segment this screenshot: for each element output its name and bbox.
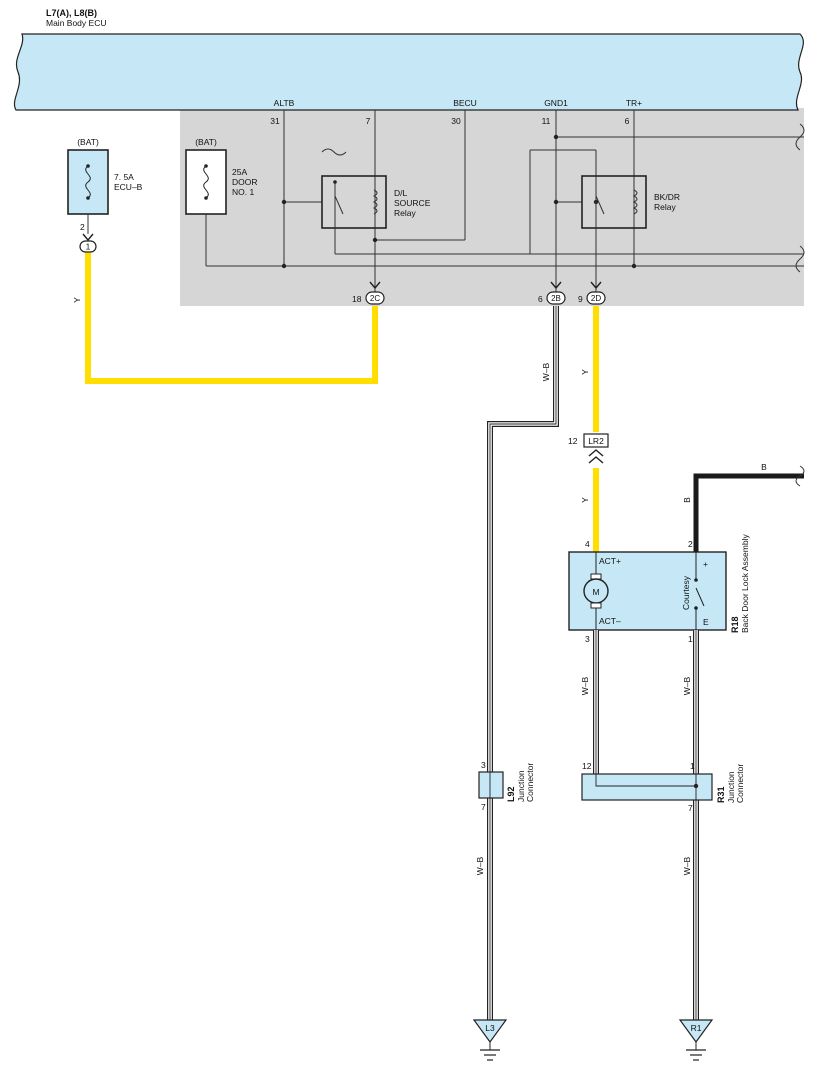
door-fuse-source: (BAT)	[195, 137, 217, 147]
door-fuse	[185, 149, 227, 215]
junction-dots	[281, 134, 637, 269]
wire-color-wb-ecu: W–B	[541, 362, 551, 381]
ground-l3	[472, 1019, 508, 1061]
r31-code: R31	[716, 786, 726, 803]
ecu-name: Main Body ECU	[46, 18, 106, 28]
edge-break-lower	[795, 245, 805, 273]
connector-1	[79, 233, 97, 253]
lr2-chevrons	[588, 449, 604, 464]
bkdr-relay-label-2: Relay	[654, 202, 676, 212]
switch-e-label: E	[703, 617, 709, 627]
pin-name-gnd1: GND1	[544, 98, 568, 108]
wire-color-wb-act: W–B	[580, 676, 590, 695]
connector-2b-label: 2B	[551, 294, 561, 303]
courtesy-label: Courtesy	[681, 575, 691, 610]
pin-name-altb: ALTB	[274, 98, 295, 108]
r31-junction-dot	[693, 783, 699, 789]
r31-internal	[595, 774, 696, 787]
pin-num-7: 7	[366, 116, 371, 126]
bkdr-relay-label-1: BK/DR	[654, 192, 680, 202]
ecub-pin: 2	[80, 222, 85, 232]
ecu-internal-area	[180, 108, 804, 306]
wire-color-y-ecu: Y	[580, 369, 590, 375]
l92-code: L92	[506, 786, 516, 802]
r18-pin-2: 2	[688, 539, 693, 549]
act-minus-label: ACT–	[599, 616, 621, 626]
l92-junction-connector	[478, 771, 504, 799]
connector-2b-pin: 6	[538, 294, 543, 304]
r31-junction-connector	[581, 773, 713, 801]
pin-name-becu: BECU	[453, 98, 477, 108]
yellow-wires	[85, 252, 599, 552]
door-fuse-label-2: DOOR	[232, 177, 258, 187]
connector-1-label: 1	[86, 243, 91, 252]
lr2-label: LR2	[588, 436, 604, 446]
r31-label-2: Connector	[735, 764, 745, 803]
pin-num-11: 11	[542, 116, 551, 126]
dl-source-relay	[321, 175, 387, 229]
connector-2c-label: 2C	[370, 294, 380, 303]
black-wire-b	[693, 473, 804, 552]
ecub-fuse-source: (BAT)	[77, 137, 99, 147]
dl-relay-label-3: Relay	[394, 208, 416, 218]
pin-num-31: 31	[270, 116, 280, 126]
r31-pin-left: 12	[582, 761, 592, 771]
pin-num-30: 30	[451, 116, 461, 126]
connector-codes: L7(A), L8(B)	[46, 8, 97, 18]
r18-pin-1: 1	[688, 634, 693, 644]
motor-symbol	[583, 552, 609, 630]
connector-2d	[586, 281, 606, 305]
act-plus-label: ACT+	[599, 556, 621, 566]
main-body-ecu-bar	[14, 33, 804, 111]
ground-r1	[678, 1019, 714, 1061]
wire-color-wb-e: W–B	[682, 676, 692, 695]
dl-relay-label-1: D/L	[394, 188, 408, 198]
connector-2d-label: 2D	[591, 294, 601, 303]
connector-2b	[546, 281, 566, 305]
courtesy-switch	[694, 552, 705, 630]
wire-color-b-top: B	[761, 462, 767, 472]
wb-wires-lower	[593, 630, 699, 1020]
wire-color-wb-r1: W–B	[682, 856, 692, 875]
r18-name: Back Door Lock Assembly	[740, 534, 750, 633]
connector-2c-pin: 18	[352, 294, 362, 304]
ecub-fuse	[67, 149, 109, 234]
r31-pin-out: 7	[688, 803, 693, 813]
door-fuse-label-3: NO. 1	[232, 187, 254, 197]
pin-num-6: 6	[625, 116, 630, 126]
wire-color-y-lower: Y	[580, 497, 590, 503]
motor-label: M	[592, 587, 599, 597]
wire-color-b-vert: B	[682, 497, 692, 503]
door-fuse-label-1: 25A	[232, 167, 247, 177]
dl-relay-label-2: SOURCE	[394, 198, 431, 208]
lr2-pin: 12	[568, 436, 578, 446]
wire-color-wb-l3: W–B	[475, 856, 485, 875]
l92-pin-in: 3	[481, 760, 486, 770]
wire-color-y-left: Y	[72, 297, 82, 303]
pin-name-tr-plus: TR+	[626, 98, 642, 108]
r31-label-1: Junction	[726, 771, 736, 803]
r18-pin-3: 3	[585, 634, 590, 644]
bkdr-relay	[581, 175, 647, 229]
lr2-connector	[583, 433, 609, 448]
ecu-internal-wiring	[205, 110, 804, 292]
l92-label-1: Junction	[516, 770, 526, 802]
connector-2d-pin: 9	[578, 294, 583, 304]
l92-label-2: Connector	[525, 763, 535, 802]
r31-pin-right: 1	[690, 761, 695, 771]
wb-wire-ecu-to-l92	[487, 306, 559, 1020]
ground-r1-label: R1	[691, 1023, 702, 1033]
switch-plus-label: +	[703, 559, 708, 569]
ecub-fuse-label-2: ECU–B	[114, 182, 143, 192]
edge-break-upper	[795, 123, 805, 151]
ecub-fuse-label-1: 7. 5A	[114, 172, 134, 182]
r18-pin-4: 4	[585, 539, 590, 549]
ground-l3-label: L3	[485, 1023, 495, 1033]
l92-pin-out: 7	[481, 802, 486, 812]
r18-code: R18	[730, 616, 740, 633]
connector-2c	[365, 281, 385, 305]
edge-break-b	[795, 465, 805, 487]
